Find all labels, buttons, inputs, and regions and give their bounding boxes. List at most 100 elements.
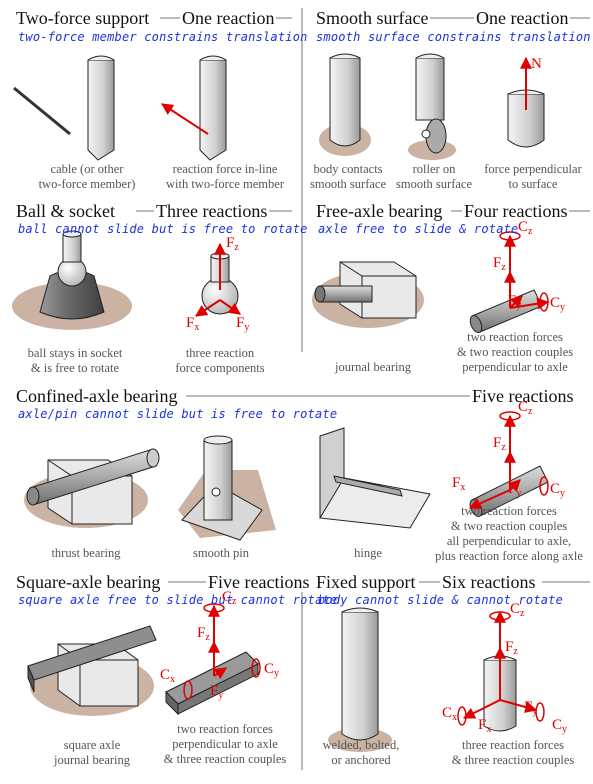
caption-line: & three reaction couples (163, 752, 287, 766)
free-axle-note: axle free to slide & rotate (318, 222, 519, 236)
force-subscript: x (486, 724, 492, 735)
confined-reaction-figure (468, 411, 549, 517)
caption-line: hinge (354, 546, 382, 560)
force-label-fz: Fz (505, 640, 518, 659)
couple-subscript: y (274, 668, 280, 679)
force-subscript: y (218, 690, 224, 701)
force-letter: F (524, 699, 533, 715)
couple-label-cz: Cz (518, 400, 532, 419)
force-letter: F (452, 475, 461, 491)
caption-line: body contacts (313, 162, 383, 176)
ball-title: Ball & socket (14, 201, 117, 221)
caption-line: thrust bearing (51, 546, 121, 560)
force-subscript: x (460, 482, 466, 493)
force-subscript: z (513, 646, 518, 657)
couple-letter: C (264, 661, 275, 677)
caption-line: force perpendicular (484, 162, 582, 176)
force-label-fz: Fz (493, 256, 506, 275)
caption-line: perpendicular to axle (172, 737, 278, 751)
square-note: square axle free to slide but cannot rot… (18, 593, 338, 607)
fixed-reactions: Six reactions (440, 572, 538, 592)
force-subscript: y (516, 300, 522, 311)
caption-free-axle-reactions: two reaction forces & two reaction coupl… (440, 330, 590, 375)
force-subscript: y (532, 706, 538, 717)
caption-welded: welded, bolted, or anchored (306, 738, 416, 768)
caption-line: cable (or other (50, 162, 124, 176)
force-label-fy: Fy (236, 316, 249, 335)
square-reaction-figure (165, 603, 261, 716)
caption-square-journal: square axle journal bearing (40, 738, 144, 768)
smooth-roller-figure (408, 53, 456, 160)
fixed-title: Fixed support (314, 572, 418, 592)
smooth-body-figure (319, 53, 371, 156)
two-force-note: two-force member constrains translation (18, 30, 308, 44)
free-axle-reaction-figure (469, 231, 550, 334)
smooth-reactions: One reaction (474, 8, 571, 28)
force-subscript: x (194, 322, 200, 333)
two-force-title: Two-force support (14, 8, 152, 28)
smooth-note: smooth surface constrains translation (316, 30, 591, 44)
couple-letter: C (518, 219, 529, 235)
fixed-reaction-figure (457, 610, 545, 732)
force-subscript: z (501, 262, 506, 273)
caption-two-force-reaction: reaction force in-line with two-force me… (150, 162, 300, 192)
caption-cable: cable (or other two-force member) (22, 162, 152, 192)
couple-letter: C (550, 481, 561, 497)
force-label-n: N (531, 56, 542, 72)
force-letter: F (197, 625, 206, 641)
caption-line: reaction force in-line (172, 162, 278, 176)
caption-line: two-force member) (38, 177, 136, 191)
square-title: Square-axle bearing (14, 572, 163, 592)
caption-line: or anchored (331, 753, 391, 767)
caption-line: with two-force member (165, 177, 284, 191)
caption-roller: roller on smooth surface (384, 162, 484, 192)
caption-line: two reaction forces (461, 504, 557, 518)
ball-reaction-figure (195, 242, 241, 317)
force-letter: F (186, 315, 195, 331)
caption-line: all perpendicular to axle, (446, 534, 572, 548)
caption-journal-bearing: journal bearing (318, 360, 428, 375)
force-subscript: z (234, 242, 239, 253)
caption-line: force components (175, 361, 265, 375)
caption-line: welded, bolted, (322, 738, 400, 752)
force-label-fx: Fx (452, 476, 465, 495)
couple-letter: C (510, 601, 521, 617)
ball-socket-figure (12, 230, 132, 330)
free-axle-title: Free-axle bearing (314, 201, 445, 221)
force-letter: F (508, 293, 517, 309)
force-letter: F (236, 315, 245, 331)
force-label-fz: Fz (226, 236, 239, 255)
couple-subscript: y (560, 488, 566, 499)
caption-line: & is free to rotate (30, 361, 120, 375)
caption-ball-socket: ball stays in socket & is free to rotate (12, 346, 138, 376)
fixed-note: body cannot slide & cannot rotate (318, 593, 564, 607)
caption-line: smooth pin (193, 546, 249, 560)
couple-label-cy: Cy (550, 296, 565, 315)
two-force-cable-figure (13, 55, 115, 161)
caption-confined-reactions: two reaction forces & two reaction coupl… (426, 504, 592, 564)
two-force-reaction-figure (160, 55, 227, 161)
couple-letter: C (442, 705, 453, 721)
couple-subscript: x (452, 712, 458, 723)
force-subscript: z (205, 632, 210, 643)
force-label-fz: Fz (493, 436, 506, 455)
caption-line: roller on (412, 162, 456, 176)
caption-ball-reactions: three reaction force components (164, 346, 276, 376)
caption-fixed-reactions: three reaction forces & three reaction c… (436, 738, 590, 768)
force-label-fy: Fy (508, 294, 521, 313)
smooth-title: Smooth surface (314, 8, 431, 28)
force-letter: F (508, 481, 517, 497)
couple-label-cz: Cz (510, 602, 524, 621)
couple-letter: C (518, 399, 529, 415)
caption-line: two reaction forces (177, 722, 273, 736)
caption-line: journal bearing (53, 753, 130, 767)
force-letter: F (493, 255, 502, 271)
thrust-bearing-figure (24, 448, 160, 528)
couple-label-cz: Cz (222, 590, 236, 609)
couple-letter: C (550, 295, 561, 311)
force-subscript: y (244, 322, 250, 333)
caption-line: to surface (508, 177, 558, 191)
couple-label-cx: Cx (160, 668, 175, 687)
caption-line: smooth surface (309, 177, 387, 191)
force-label-fy: Fy (508, 482, 521, 501)
